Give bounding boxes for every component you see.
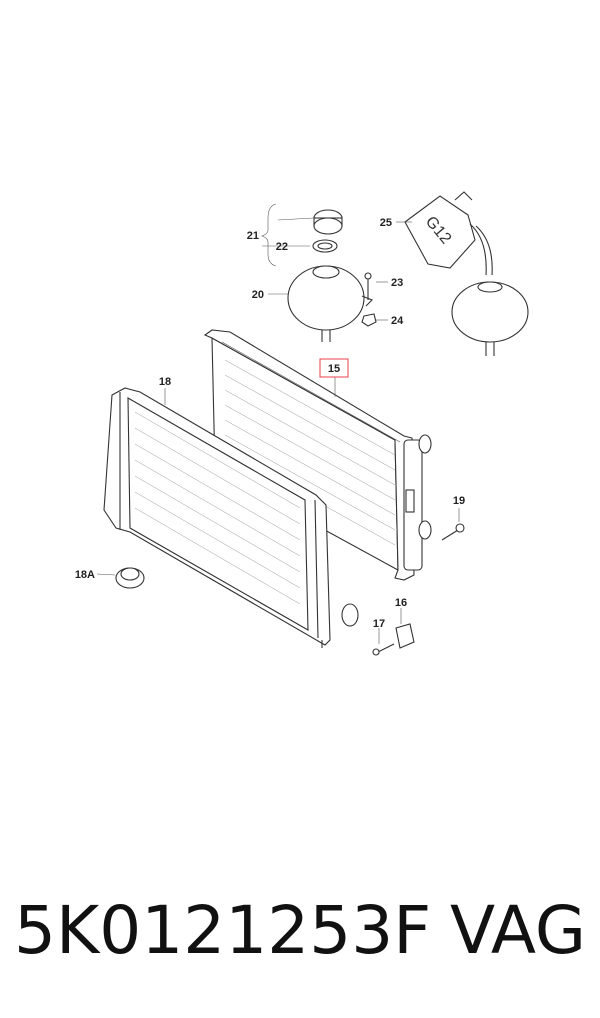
expansion-tank-20 — [287, 265, 373, 342]
callout-24: 24 — [391, 315, 404, 327]
clip-24 — [361, 313, 377, 327]
brand-name: VAG — [449, 892, 586, 969]
callout-21: 21 — [247, 230, 259, 242]
grommet-18a — [115, 567, 145, 589]
cap-21 — [313, 209, 343, 235]
callout-22: 22 — [276, 241, 288, 253]
callout-18: 18 — [159, 376, 171, 388]
coolant-canister-25: G12 — [404, 191, 493, 276]
highlight-box-15 — [319, 358, 349, 378]
callout-23: 23 — [391, 277, 403, 289]
callout-15: 15 — [328, 363, 340, 375]
seal-22 — [312, 239, 338, 253]
callout-25: 25 — [380, 217, 392, 229]
cooler-18 — [103, 387, 359, 648]
screw-17 — [372, 643, 395, 656]
callout-17: 17 — [373, 618, 385, 630]
callout-16: 16 — [395, 597, 407, 609]
screw-23 — [364, 272, 372, 300]
part-number: 5K0121253F — [14, 892, 432, 969]
callout-20: 20 — [252, 289, 264, 301]
expansion-tank-alt — [451, 281, 529, 356]
mount-16 — [395, 623, 415, 649]
callout-18a: 18A — [75, 569, 95, 581]
radiator-15 — [203, 329, 432, 581]
leader-lines — [96, 203, 460, 644]
bolt-19 — [441, 523, 465, 541]
callout-19: 19 — [453, 495, 465, 507]
